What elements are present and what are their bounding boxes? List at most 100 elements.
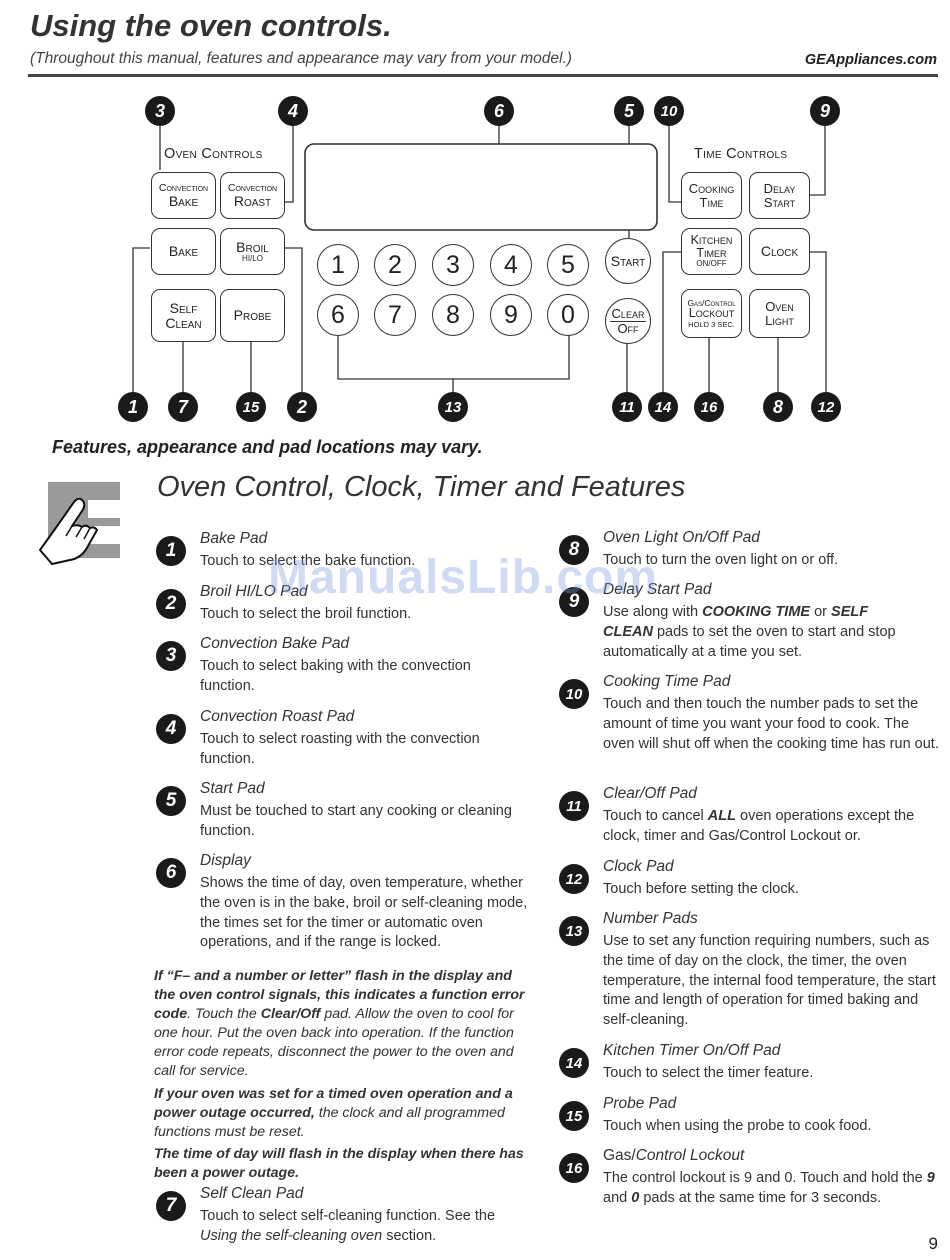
item-number: 10 — [559, 679, 589, 709]
item-title: Delay Start Pad — [603, 581, 712, 598]
item-number: 5 — [156, 786, 186, 816]
kitchen-timer-pad[interactable]: Kitchen Timer ON/OFF — [681, 228, 742, 275]
callout-7: 7 — [168, 392, 198, 422]
item-desc: Touch and then touch the number pads to … — [603, 696, 939, 752]
convection-roast-pad[interactable]: Convection Roast — [220, 172, 285, 219]
item-number: 6 — [156, 858, 186, 888]
power-outage-note: If your oven was set for a timed oven op… — [154, 1086, 513, 1140]
start-pad[interactable]: Start — [605, 238, 651, 284]
watermark: ManualsLib.com — [268, 551, 659, 604]
item-title: Clock Pad — [603, 858, 674, 875]
number-pad-2[interactable]: 2 — [374, 244, 416, 286]
display-window — [304, 143, 658, 231]
item-number: 16 — [559, 1153, 589, 1183]
item-title: Convection Bake Pad — [200, 635, 350, 652]
item-title: Cooking Time Pad — [603, 673, 731, 690]
callout-4: 4 — [278, 96, 308, 126]
control-panel-diagram: 3 4 6 5 10 9 Oven Controls Time Controls… — [0, 80, 950, 430]
number-pad-1[interactable]: 1 — [317, 244, 359, 286]
number-pad-6[interactable]: 6 — [317, 294, 359, 336]
number-pad-3[interactable]: 3 — [432, 244, 474, 286]
leader-lines — [132, 126, 827, 392]
item-number: 4 — [156, 714, 186, 744]
item-desc: Shows the time of day, oven temperature,… — [200, 875, 528, 951]
item-desc: Touch to select baking with the convecti… — [200, 658, 471, 694]
callout-6: 6 — [484, 96, 514, 126]
item-number: 1 — [156, 536, 186, 566]
item-number: 14 — [559, 1048, 589, 1078]
item-desc: Touch to select the bake function. — [200, 553, 416, 569]
cooking-time-pad[interactable]: Cooking Time — [681, 172, 742, 219]
item-title: Probe Pad — [603, 1095, 677, 1112]
callout-15: 15 — [236, 392, 266, 422]
convection-bake-pad[interactable]: Convection Bake — [151, 172, 216, 219]
callout-16: 16 — [694, 392, 724, 422]
item-desc: Touch to select the broil function. — [200, 606, 412, 622]
features-note: Features, appearance and pad locations m… — [52, 437, 483, 457]
number-pad-8[interactable]: 8 — [432, 294, 474, 336]
item-desc: Touch to cancel ALL oven operations exce… — [603, 808, 915, 844]
probe-pad[interactable]: Probe — [220, 289, 285, 342]
item-title: Gas/Control Lockout — [603, 1147, 745, 1164]
item-number: 11 — [559, 791, 589, 821]
item-number: 13 — [559, 916, 589, 946]
item-title: Self Clean Pad — [200, 1185, 304, 1202]
callout-14: 14 — [648, 392, 678, 422]
error-code-note: If “F– and a number or letter” flash in … — [154, 968, 525, 1079]
gas-control-lockout-pad[interactable]: Gas/Control Lockout HOLD 3 SEC. — [681, 289, 742, 338]
item-title: Start Pad — [200, 780, 265, 797]
item-desc: The control lockout is 9 and 0. Touch an… — [603, 1170, 935, 1206]
item-number: 2 — [156, 589, 186, 619]
item-desc: Touch to select the timer feature. — [603, 1065, 814, 1081]
callout-3: 3 — [145, 96, 175, 126]
callout-1: 1 — [118, 392, 148, 422]
item-title: Number Pads — [603, 910, 698, 927]
item-number: 3 — [156, 641, 186, 671]
item-desc: Touch to select roasting with the convec… — [200, 731, 480, 767]
callout-10: 10 — [654, 96, 684, 126]
time-flash-note: The time of day will flash in the displa… — [154, 1146, 524, 1181]
oven-light-pad[interactable]: Oven Light — [749, 289, 810, 338]
callout-5: 5 — [614, 96, 644, 126]
header-divider — [28, 74, 938, 77]
item-number: 15 — [559, 1101, 589, 1131]
callout-13: 13 — [438, 392, 468, 422]
oven-controls-label: Oven Controls — [164, 146, 263, 162]
item-desc: Use along with COOKING TIME or SELF CLEA… — [603, 604, 896, 660]
callout-2: 2 — [287, 392, 317, 422]
website-link[interactable]: GEAppliances.com — [804, 52, 937, 68]
item-number: 7 — [156, 1191, 186, 1221]
item-number: 9 — [559, 587, 589, 617]
number-pad-0[interactable]: 0 — [547, 294, 589, 336]
item-number: 8 — [559, 535, 589, 565]
number-pad-9[interactable]: 9 — [490, 294, 532, 336]
self-clean-pad[interactable]: Self Clean — [151, 289, 216, 342]
item-title: Oven Light On/Off Pad — [603, 529, 760, 546]
page-number: 9 — [928, 1234, 938, 1253]
number-pad-5[interactable]: 5 — [547, 244, 589, 286]
item-title: Bake Pad — [200, 530, 268, 547]
number-pad-4[interactable]: 4 — [490, 244, 532, 286]
item-title: Display — [200, 852, 251, 869]
item-title: Kitchen Timer On/Off Pad — [603, 1042, 781, 1059]
section-title: Oven Control, Clock, Timer and Features — [157, 471, 686, 503]
time-controls-label: Time Controls — [694, 146, 788, 162]
callout-12: 12 — [811, 392, 841, 422]
clock-pad[interactable]: Clock — [749, 228, 810, 275]
item-title: Clear/Off Pad — [603, 785, 697, 802]
callout-9: 9 — [810, 96, 840, 126]
item-number: 12 — [559, 864, 589, 894]
page-title: Using the oven controls. — [30, 8, 392, 43]
touch-hand-icon — [39, 482, 122, 565]
item-desc: Touch before setting the clock. — [603, 881, 799, 897]
broil-pad[interactable]: Broil HI/LO — [220, 228, 285, 275]
callout-8: 8 — [763, 392, 793, 422]
item-desc: Use to set any function requiring number… — [603, 933, 936, 1029]
callout-11: 11 — [612, 392, 642, 422]
delay-start-pad[interactable]: Delay Start — [749, 172, 810, 219]
bake-pad[interactable]: Bake — [151, 228, 216, 275]
item-desc: Touch to turn the oven light on or off. — [603, 552, 839, 568]
item-desc: Touch to select self-cleaning function. … — [200, 1208, 496, 1244]
number-pad-7[interactable]: 7 — [374, 294, 416, 336]
clear-off-pad[interactable]: Clear Off — [605, 298, 651, 344]
